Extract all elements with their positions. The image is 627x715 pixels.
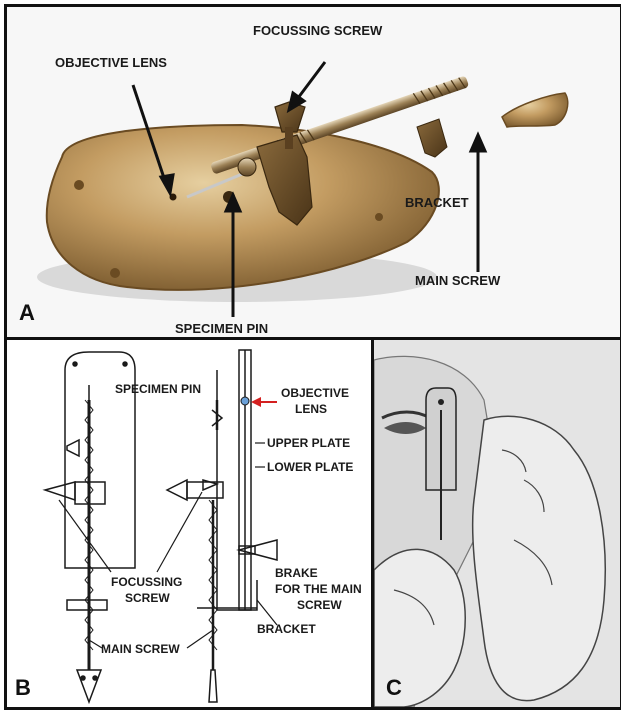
left-focussing-wing bbox=[45, 482, 75, 500]
panel-letter-c: C bbox=[386, 675, 402, 700]
label-b-brake-main: FOR THE MAIN bbox=[275, 582, 362, 596]
label-b-main-screw: MAIN SCREW bbox=[101, 642, 180, 656]
label-b-bracket: BRACKET bbox=[257, 622, 316, 636]
objective-lens-dot bbox=[241, 397, 249, 405]
label-b-objective: OBJECTIVE bbox=[281, 386, 349, 400]
panel-letter-a: A bbox=[19, 300, 35, 325]
panel-c-illustration: C bbox=[374, 340, 620, 707]
plate-rivet bbox=[110, 268, 120, 278]
label-b-specimen-pin: SPECIMEN PIN bbox=[115, 382, 201, 396]
leader-focussing-right bbox=[157, 492, 202, 572]
panel-letter-b: B bbox=[15, 675, 31, 700]
usage-illustration: C bbox=[374, 340, 620, 707]
leader-focussing-left bbox=[59, 500, 111, 572]
label-bracket: BRACKET bbox=[405, 195, 469, 210]
leader-main-screw-right bbox=[187, 630, 213, 648]
specimen-pin-knob bbox=[238, 158, 256, 176]
label-b-focussing-screw: SCREW bbox=[125, 591, 170, 605]
label-b-focussing: FOCUSSING bbox=[111, 575, 182, 589]
left-plate-rivet bbox=[73, 362, 77, 366]
left-handle-hole bbox=[81, 676, 85, 680]
arrow-objective-red-head bbox=[251, 397, 261, 407]
bracket-block bbox=[417, 119, 447, 157]
label-main-screw: MAIN SCREW bbox=[415, 273, 501, 288]
panel-b-drawing: SPECIMEN PIN OBJECTIVE LENS UPPER PLATE … bbox=[7, 340, 371, 707]
left-handle-hole bbox=[93, 676, 97, 680]
arrow-main-screw-head bbox=[471, 135, 485, 151]
microscope-photo: FOCUSSING SCREW OBJECTIVE LENS BRACKET M… bbox=[7, 7, 620, 337]
held-microscope-lens bbox=[438, 399, 444, 405]
left-screw-handle bbox=[77, 670, 101, 702]
plate-rivet bbox=[74, 180, 84, 190]
plate-rivet bbox=[375, 213, 383, 221]
right-screw-handle bbox=[209, 670, 217, 702]
label-focussing-screw: FOCUSSING SCREW bbox=[253, 23, 383, 38]
label-b-upper-plate: UPPER PLATE bbox=[267, 436, 350, 450]
label-b-lower-plate: LOWER PLATE bbox=[267, 460, 353, 474]
right-focussing-wing bbox=[167, 480, 187, 500]
microscope-drawing: SPECIMEN PIN OBJECTIVE LENS UPPER PLATE … bbox=[7, 340, 371, 707]
label-b-brake: BRAKE bbox=[275, 566, 318, 580]
left-bracket bbox=[67, 600, 107, 610]
focussing-stem bbox=[285, 127, 293, 149]
left-wing-nut bbox=[67, 440, 79, 456]
panel-a-photo: FOCUSSING SCREW OBJECTIVE LENS BRACKET M… bbox=[7, 7, 620, 337]
label-b-lens: LENS bbox=[295, 402, 327, 416]
label-specimen-pin: SPECIMEN PIN bbox=[175, 321, 268, 336]
screw-handle bbox=[502, 93, 568, 127]
left-plate-rivet bbox=[123, 362, 127, 366]
label-objective-lens: OBJECTIVE LENS bbox=[55, 55, 167, 70]
label-b-brake-screw: SCREW bbox=[297, 598, 342, 612]
